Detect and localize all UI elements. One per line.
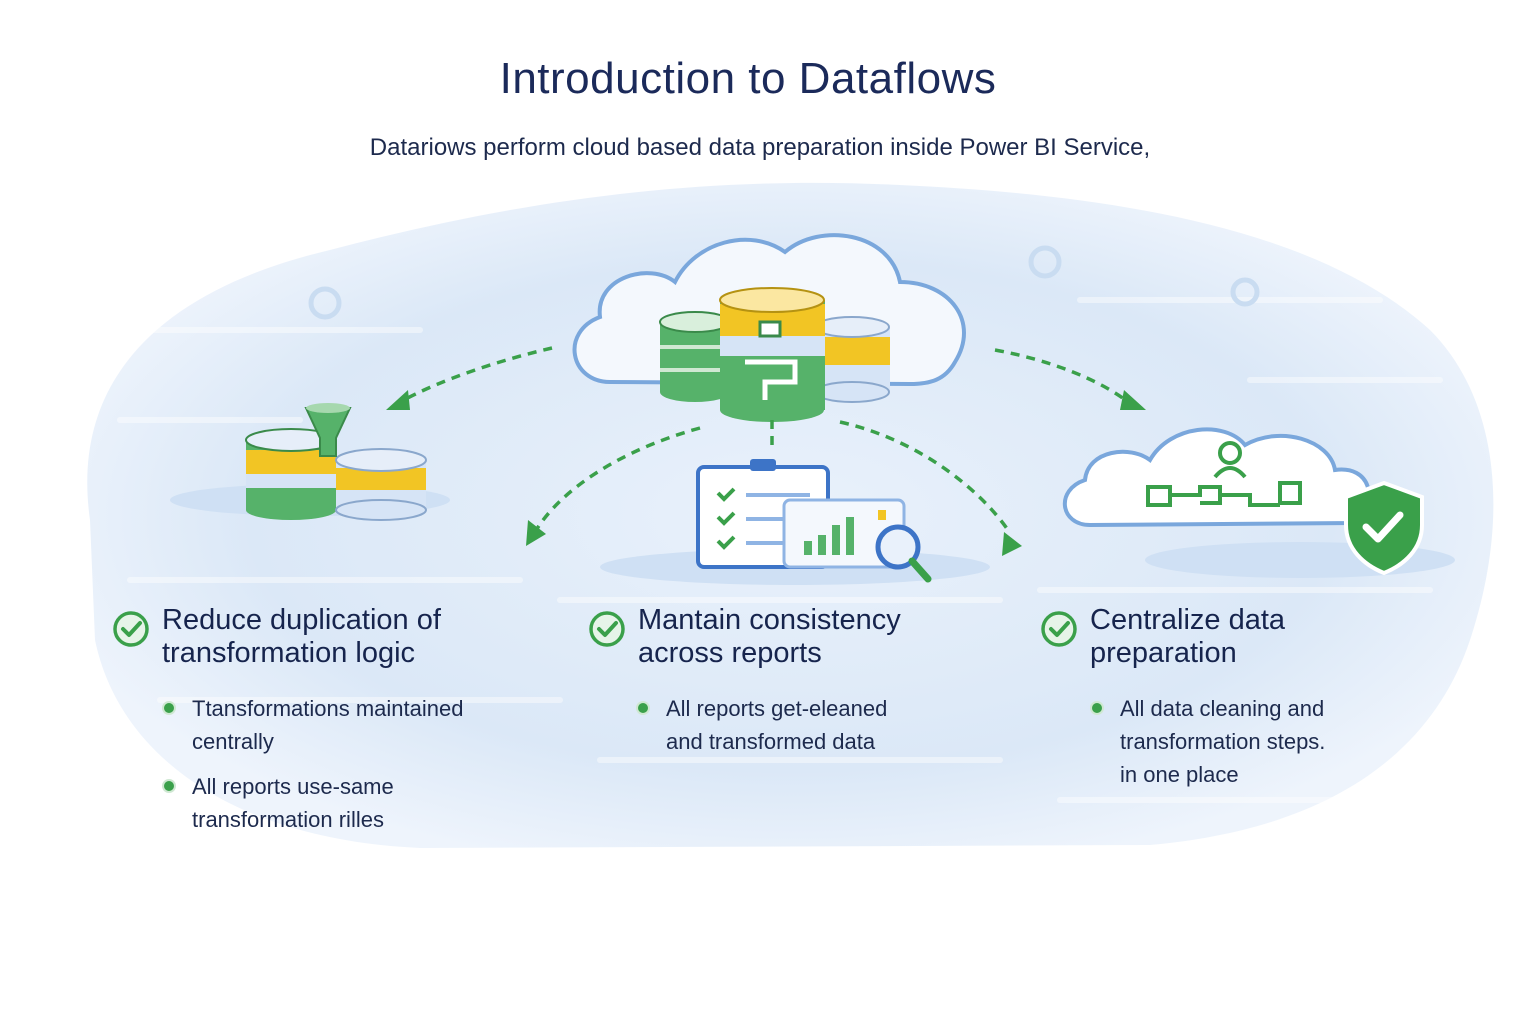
cloud-database-icon <box>572 233 966 422</box>
bullet-line: All data cleaning and <box>1120 696 1325 721</box>
column-title-line: Reduce duplication of <box>162 604 441 636</box>
column-title-line: Mantain consistency <box>638 604 901 636</box>
bullet-item: All data cleaning and transformation ste… <box>1090 692 1440 791</box>
bullet-line: transformation steps. <box>1120 729 1326 754</box>
bullet-list: Ttansformations maintained centrally All… <box>162 692 532 836</box>
check-circle-icon <box>1041 611 1077 647</box>
bullet-dot <box>162 701 176 715</box>
check-circle-icon <box>589 611 625 647</box>
column-title: Reduce duplication of transformation log… <box>162 604 532 670</box>
check-circle-icon <box>113 611 149 647</box>
bullet-line: in one place <box>1120 762 1239 787</box>
cloud-flow-icon <box>1063 427 1455 578</box>
bullet-line: Ttansformations maintained <box>192 696 464 721</box>
bullet-dot <box>162 779 176 793</box>
column-title: Centralize data preparation <box>1090 604 1440 670</box>
funnel-database-icon <box>170 403 450 521</box>
page-title: Introduction to Dataflows <box>499 54 997 103</box>
column-centralize-preparation: Centralize data preparation All data cle… <box>1040 604 1440 803</box>
column-title-line: preparation <box>1090 637 1237 669</box>
column-heading: Reduce duplication of transformation log… <box>112 604 532 670</box>
subtitle: Datariows perform cloud based data prepa… <box>369 134 1151 161</box>
column-title-line: across reports <box>638 637 822 669</box>
column-reduce-duplication: Reduce duplication of transformation log… <box>112 604 532 848</box>
bullet-line: and transformed data <box>666 729 876 754</box>
bullet-dot <box>1090 701 1104 715</box>
bullet-item: Ttansformations maintained centrally <box>162 692 532 758</box>
bullet-line: centrally <box>192 729 274 754</box>
column-title-line: Centralize data <box>1090 604 1286 636</box>
subtitle-band <box>290 118 1230 178</box>
bullet-line: All reports get-eleaned <box>666 696 888 721</box>
report-magnifier-icon <box>600 459 990 585</box>
column-title: Mantain consistency across reports <box>638 604 988 670</box>
bullet-list: All reports get-eleaned and transformed … <box>636 692 988 758</box>
bullet-line: All reports use-same <box>192 774 394 799</box>
column-heading: Mantain consistency across reports <box>588 604 988 670</box>
bullet-item: All reports use-same transformation rill… <box>162 770 532 836</box>
bullet-line: transformation rilles <box>192 807 384 832</box>
column-title-line: transformation logic <box>162 637 416 669</box>
bullet-list: All data cleaning and transformation ste… <box>1090 692 1440 791</box>
bullet-item: All reports get-eleaned and transformed … <box>636 692 988 758</box>
bullet-dot <box>636 701 650 715</box>
column-maintain-consistency: Mantain consistency across reports All r… <box>588 604 988 770</box>
column-heading: Centralize data preparation <box>1040 604 1440 670</box>
